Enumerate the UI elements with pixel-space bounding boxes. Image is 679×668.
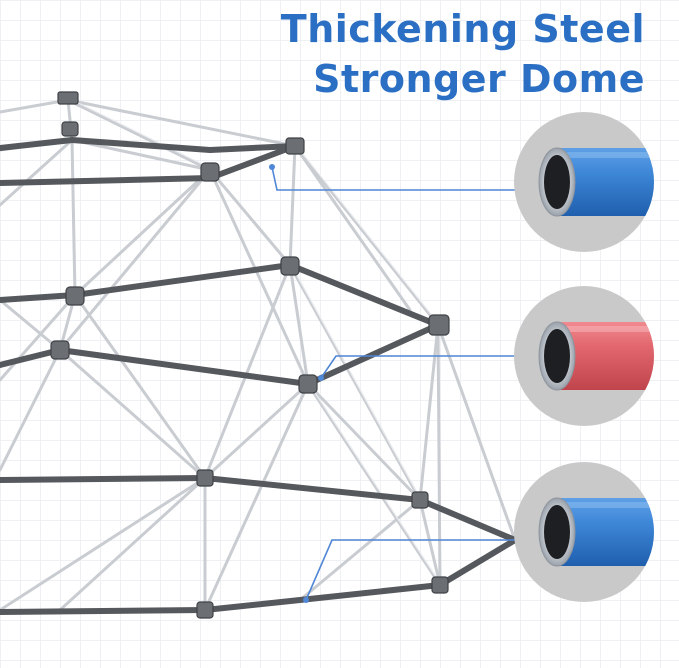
callout-upper-ring-tube	[514, 112, 654, 252]
dome-hubs	[50, 91, 450, 619]
dome-rungs	[0, 98, 517, 612]
callout-middle-ring-tube	[514, 286, 654, 426]
headline: Thickening Steel Stronger Dome	[281, 4, 645, 104]
callout-lines	[271, 166, 515, 601]
headline-line-1: Thickening Steel	[280, 7, 645, 51]
headline-line-2: Stronger Dome	[313, 57, 645, 101]
callout-base-ring-tube	[514, 462, 654, 602]
